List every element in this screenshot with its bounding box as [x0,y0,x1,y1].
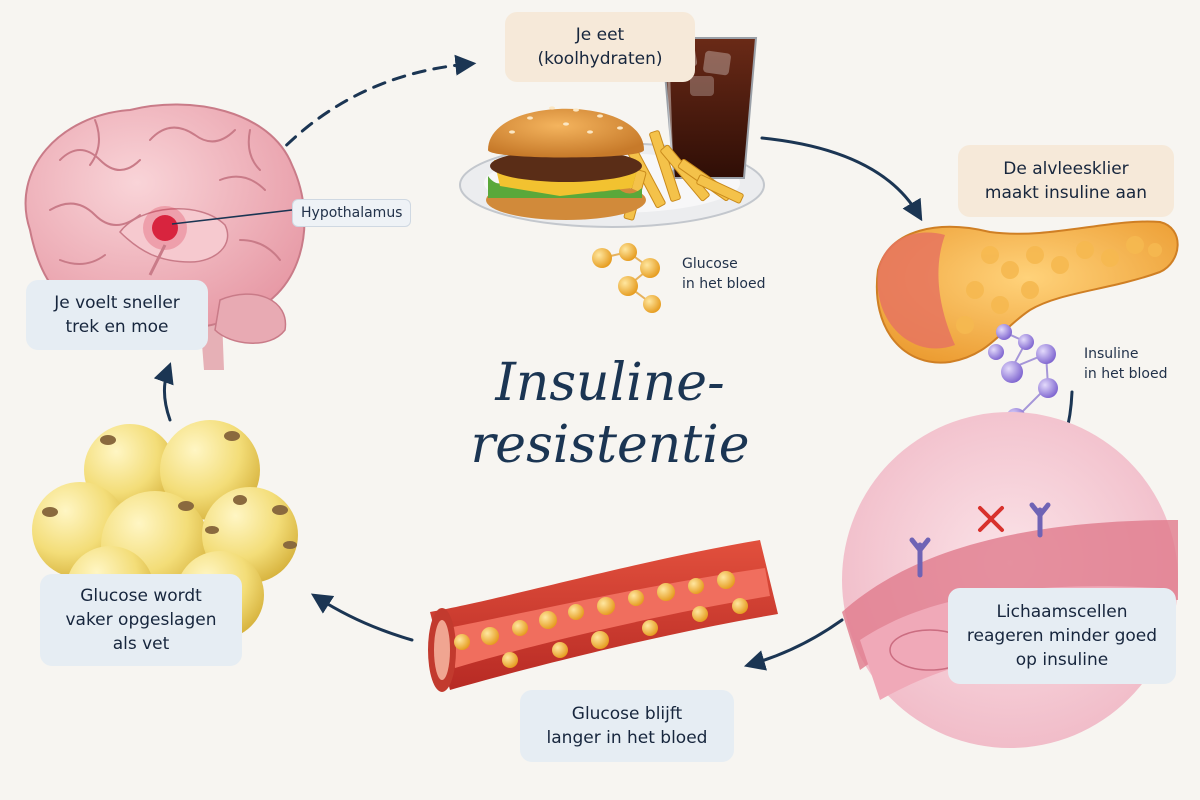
step-blood-box: Glucose blijft langer in het bloed [520,690,734,762]
cycle-arrows [153,54,1074,671]
hypothalamus-label: Hypothalamus [292,199,412,227]
blood-vessel-icon [428,540,778,692]
arrow-fat-to-brain [153,362,174,422]
pancreas-icon [875,220,1179,364]
cell-receptors-icon [842,412,1178,748]
arrow-blood-to-fat [310,593,414,642]
step-eat-label: Je eet (koolhydraten) [537,25,663,69]
step-cells-label: Lichaamscellen reageren minder goed op i… [966,602,1158,670]
step-pancreas-box: De alvleesklier maakt insuline aan [958,145,1174,217]
diagram-title: Insuline- resistentie [470,353,750,475]
step-fat-label: Glucose wordt vaker opgeslagen als vet [65,586,217,654]
arrow-food-to-pancreas [760,136,923,222]
step-brain-box: Je voelt sneller trek en moe [26,280,208,350]
blocked-receptor-icon [978,506,1004,532]
arrow-cells-to-blood [743,618,844,671]
step-cells-box: Lichaamscellen reageren minder goed op i… [948,588,1176,684]
step-pancreas-label: De alvleesklier maakt insuline aan [984,159,1148,203]
step-eat-box: Je eet (koolhydraten) [505,12,695,82]
glucose-molecules-food [592,243,661,313]
step-blood-label: Glucose blijft langer in het bloed [546,704,708,748]
hypothalamus-pointer [171,209,293,225]
brain-icon [24,103,306,370]
arrow-brain-to-food [270,54,477,162]
insulin-blood-label: Insuline in het bloed [1084,346,1168,382]
step-brain-label: Je voelt sneller trek en moe [54,293,180,337]
glucose-molecules-blood [454,571,748,668]
step-fat-box: Glucose wordt vaker opgeslagen als vet [40,574,242,666]
glucose-blood-label: Glucose in het bloed [682,256,766,292]
